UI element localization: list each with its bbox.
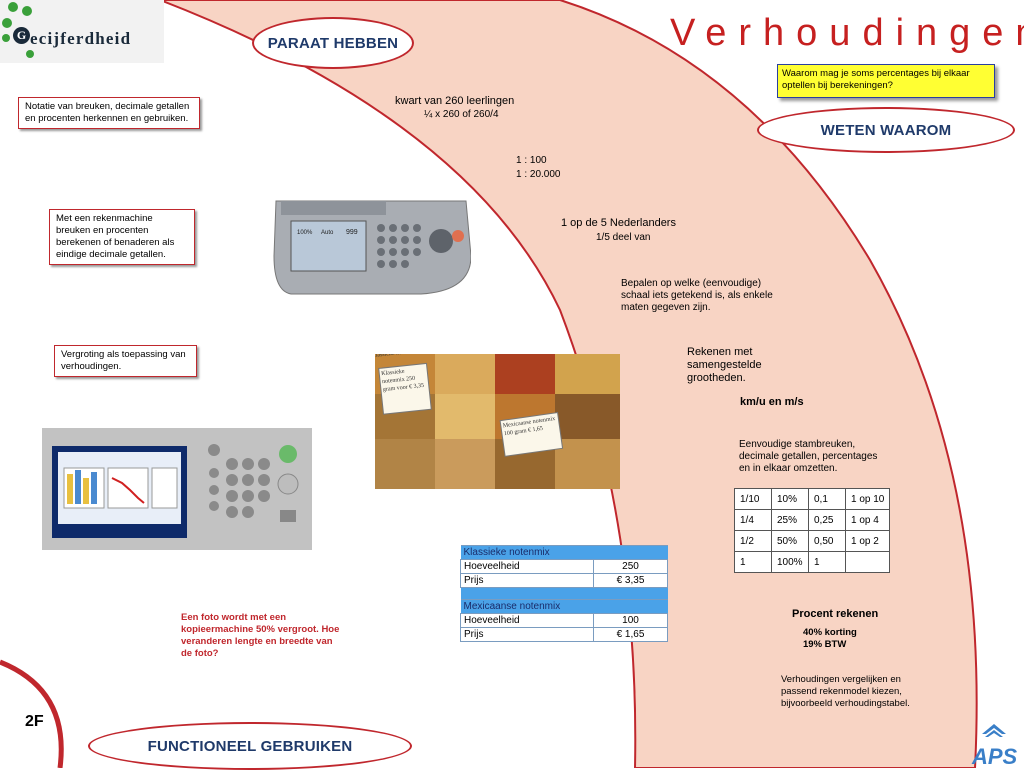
vergroting-box: Vergroting als toepassing van verhouding… <box>54 345 197 377</box>
copier-photo-2 <box>42 428 312 550</box>
functioneel-gebruiken-oval: FUNCTIONEEL GEBRUIKEN <box>88 722 412 770</box>
klassiek-price-label: Prijs <box>460 573 594 588</box>
mexicaans-price: € 1,65 <box>593 627 668 642</box>
logo-dot <box>8 2 18 12</box>
table-cell <box>844 551 891 573</box>
page-title: Verhoudingen <box>670 12 1024 54</box>
mexicaans-title: Mexicaanse notenmix <box>460 599 668 614</box>
table-cell: 1 op 10 <box>844 488 891 510</box>
table-cell: 100% <box>771 551 809 573</box>
table-cell: 1 <box>808 551 846 573</box>
table-cell: 1 op 4 <box>844 509 891 531</box>
kwart-text: kwart van 260 leerlingen <box>395 95 515 107</box>
table-cell: 1 <box>734 551 772 573</box>
stambreuken-text: Eenvoudige stambreuken, decimale getalle… <box>739 439 878 474</box>
klassiek-qty: 250 <box>593 559 668 574</box>
weten-waarom-oval: WETEN WAAROM <box>757 107 1015 153</box>
procent-line-1: 40% korting <box>803 627 857 638</box>
gecijferdheid-logo: G ecijferdheid <box>0 0 164 63</box>
logo-dot <box>2 18 12 28</box>
ratio-text-2: 1 : 20.000 <box>516 169 561 180</box>
foto-vergroting-question: Een foto wordt met een kopieermachine 50… <box>181 612 340 659</box>
copier-photo-1: 100% Auto 999 <box>271 196 472 296</box>
logo-initial: G <box>13 27 30 44</box>
table-row: 1/4 25% 0,25 1 op 4 <box>734 509 891 531</box>
klassiek-title: Klassieke notenmix <box>460 545 668 560</box>
logo-text: ecijferdheid <box>30 29 132 48</box>
grootheden-text: Rekenen met samengestelde grootheden. <box>687 346 762 384</box>
kwart-sub-text: ¼ x 260 of 260/4 <box>424 109 499 120</box>
procent-title: Procent rekenen <box>792 608 879 620</box>
mexicaans-price-label: Prijs <box>460 627 594 642</box>
mexicaans-qty: 100 <box>593 613 668 628</box>
table-cell: 0,25 <box>808 509 846 531</box>
table-row: 1/10 10% 0,1 1 op 10 <box>734 488 891 510</box>
nuts-sign-left-text: Klassieke notenmix 250 gram voor € 3,35 <box>381 368 425 394</box>
ratio-text-1: 1 : 100 <box>516 155 547 166</box>
kmu-text: km/u en m/s <box>740 396 804 408</box>
klassiek-qty-label: Hoeveelheid <box>460 559 594 574</box>
copier-display-pct: 100% <box>297 230 313 236</box>
nederlanders-text: 1 op de 5 Nederlanders <box>561 217 676 229</box>
level-code: 2F <box>25 713 44 730</box>
copier-display-auto: Auto <box>321 230 334 236</box>
fraction-percentage-table: 1/10 10% 0,1 1 op 10 1/4 25% 0,25 1 op 4… <box>734 488 891 573</box>
table-cell: 1/4 <box>734 509 772 531</box>
question-note: Waarom mag je soms percentages bij elkaa… <box>777 64 995 98</box>
table-spacer <box>460 587 668 600</box>
table-cell: 0,1 <box>808 488 846 510</box>
procent-line-2: 19% BTW <box>803 639 847 650</box>
nuts-market-photo: Klassieke notenmix 250 gram voor € 3,35 … <box>375 354 620 489</box>
aps-logo: APS <box>968 722 1020 769</box>
rekenmachine-box: Met een rekenmachine breuken en procente… <box>49 209 195 265</box>
aps-logo-text: APS <box>971 744 1018 766</box>
mexicaans-qty-label: Hoeveelheid <box>460 613 594 628</box>
table-cell: 1/2 <box>734 530 772 552</box>
copier-display-count: 999 <box>346 229 358 236</box>
logo-dot <box>2 34 10 42</box>
logo-dot <box>26 50 34 58</box>
table-row: 1/2 50% 0,50 1 op 2 <box>734 530 891 552</box>
nederlanders-sub-text: 1/5 deel van <box>596 232 651 243</box>
table-cell: 1/10 <box>734 488 772 510</box>
logo-dot <box>22 6 32 16</box>
table-cell: 25% <box>771 509 809 531</box>
table-cell: 0,50 <box>808 530 846 552</box>
table-cell: 10% <box>771 488 809 510</box>
schaal-text: Bepalen op welke (eenvoudige) schaal iet… <box>621 278 773 313</box>
table-row: 1 100% 1 <box>734 551 891 573</box>
table-cell: 1 op 2 <box>844 530 891 552</box>
notatie-box: Notatie van breuken, decimale getallen e… <box>18 97 200 129</box>
verhoudingen-text: Verhoudingen vergelijken en passend reke… <box>781 674 910 709</box>
klassiek-price: € 3,35 <box>593 573 668 588</box>
table-cell: 50% <box>771 530 809 552</box>
paraat-hebben-oval: PARAAT HEBBEN <box>252 17 414 69</box>
